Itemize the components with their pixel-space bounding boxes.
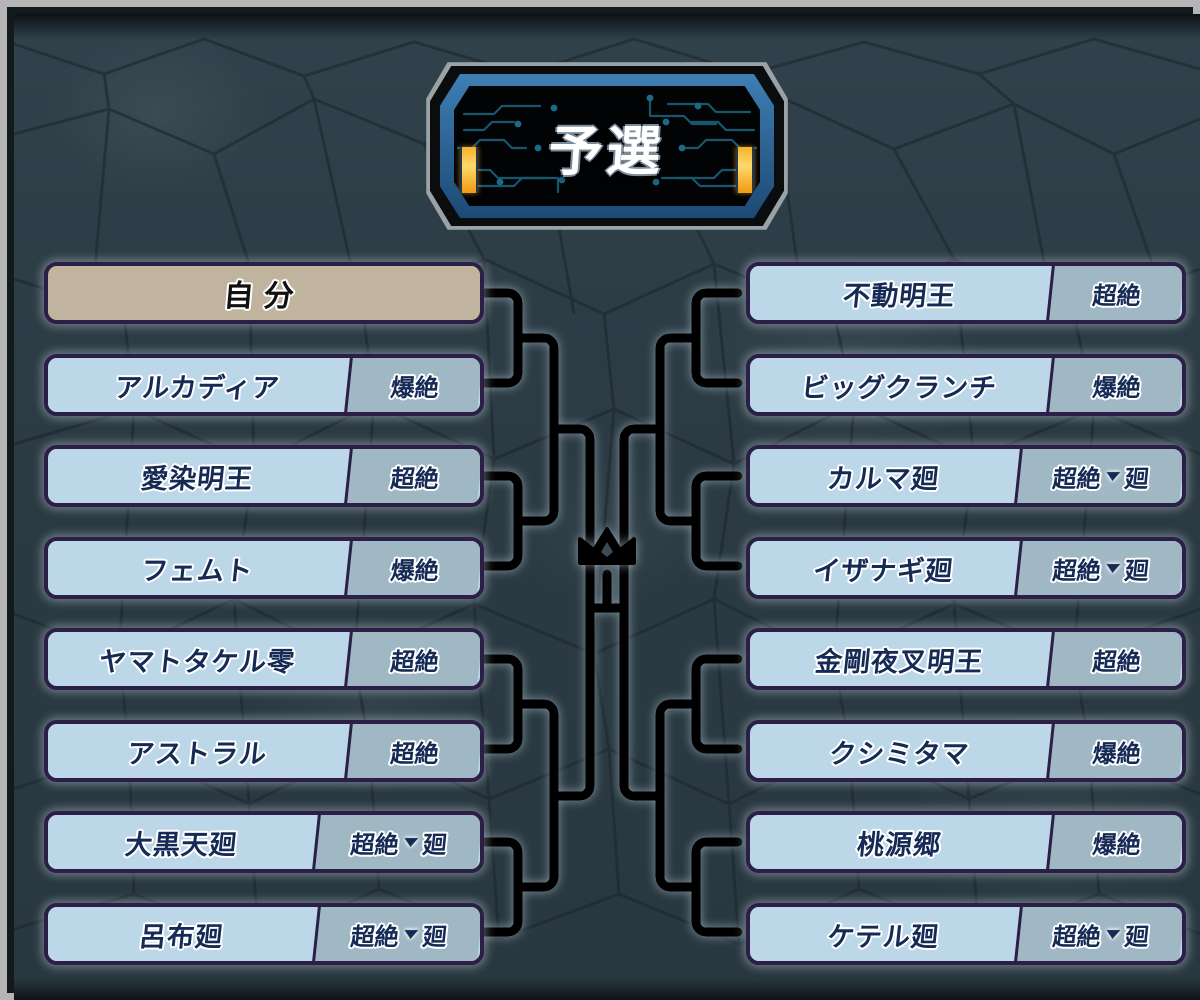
page-title: 予選 (546, 119, 667, 183)
bracket-entry-right-5[interactable]: 金剛夜叉明王超絶 (746, 628, 1186, 690)
entry-rank-badge: 超絶廻 (312, 907, 480, 961)
banner-accent-left (460, 147, 478, 193)
chevron-down-icon (403, 837, 419, 847)
entry-name: 金剛夜叉明王 (750, 632, 1052, 686)
round-title-banner: 予選 (426, 62, 788, 230)
rank-suffix-label: 廻 (421, 830, 449, 859)
entry-rank-badge: 超絶廻 (312, 815, 480, 869)
entry-rank-badge: 爆絶 (1046, 815, 1182, 869)
chevron-down-icon (1105, 563, 1121, 573)
rank-label: 超絶 (1051, 556, 1103, 585)
rank-suffix-label: 廻 (1123, 464, 1151, 493)
rank-label: 超絶 (349, 830, 401, 859)
entry-name: 不動明王 (750, 266, 1052, 320)
entry-rank-badge: 超絶 (1046, 632, 1182, 686)
entry-rank-badge: 超絶廻 (1014, 907, 1182, 961)
bracket-entry-left-5[interactable]: ヤマトタケル零超絶 (44, 628, 484, 690)
bottom-vignette (14, 978, 1200, 1000)
top-vignette (14, 14, 1200, 40)
bracket-entry-left-2[interactable]: アルカディア爆絶 (44, 354, 484, 416)
rank-suffix-label: 廻 (421, 922, 449, 951)
entry-name: ケテル廻 (750, 907, 1020, 961)
bracket-entry-right-4[interactable]: イザナギ廻超絶廻 (746, 537, 1186, 599)
crown-icon (578, 527, 636, 565)
entry-rank-badge: 超絶 (344, 724, 480, 778)
entry-name: カルマ廻 (750, 449, 1020, 503)
chevron-down-icon (1105, 929, 1121, 939)
rank-label: 超絶 (349, 922, 401, 951)
rank-label: 超絶 (1051, 922, 1103, 951)
entry-name: 大黒天廻 (48, 815, 318, 869)
entry-rank-badge: 超絶廻 (1014, 541, 1182, 595)
banner-accent-right (736, 147, 754, 193)
entry-name: フェムト (48, 541, 350, 595)
entry-rank-badge: 爆絶 (1046, 724, 1182, 778)
entry-rank-badge: 爆絶 (344, 358, 480, 412)
entry-name: アストラル (48, 724, 350, 778)
bracket-entry-right-6[interactable]: クシミタマ爆絶 (746, 720, 1186, 782)
bracket-entry-right-3[interactable]: カルマ廻超絶廻 (746, 445, 1186, 507)
entry-name: 桃源郷 (750, 815, 1052, 869)
rank-suffix-label: 廻 (1123, 922, 1151, 951)
bracket-entry-right-1[interactable]: 不動明王超絶 (746, 262, 1186, 324)
rank-label: 超絶 (1051, 464, 1103, 493)
entry-name: ヤマトタケル零 (48, 632, 350, 686)
entry-name: 自分 (48, 266, 480, 320)
entry-name: アルカディア (48, 358, 350, 412)
banner-inner-panel: 予選 (454, 86, 760, 206)
entry-rank-badge: 爆絶 (344, 541, 480, 595)
bracket-entry-left-8[interactable]: 呂布廻超絶廻 (44, 903, 484, 965)
bracket-entry-left-7[interactable]: 大黒天廻超絶廻 (44, 811, 484, 873)
entry-rank-badge: 爆絶 (1046, 358, 1182, 412)
entry-name: 呂布廻 (48, 907, 318, 961)
bracket-entry-right-7[interactable]: 桃源郷爆絶 (746, 811, 1186, 873)
entry-name: クシミタマ (750, 724, 1052, 778)
bracket-entry-left-4[interactable]: フェムト爆絶 (44, 537, 484, 599)
bracket-entry-left-6[interactable]: アストラル超絶 (44, 720, 484, 782)
entry-rank-badge: 超絶 (344, 449, 480, 503)
chevron-down-icon (1105, 471, 1121, 481)
rank-suffix-label: 廻 (1123, 556, 1151, 585)
entry-name: 愛染明王 (48, 449, 350, 503)
bracket-entry-right-8[interactable]: ケテル廻超絶廻 (746, 903, 1186, 965)
bracket-entry-left-1[interactable]: 自分 (44, 262, 484, 324)
bracket-entry-left-3[interactable]: 愛染明王超絶 (44, 445, 484, 507)
entry-name: イザナギ廻 (750, 541, 1020, 595)
tournament-bracket-stage: 予選 自分アルカディア爆絶愛染明王超絶フェムト爆絶ヤマトタケル零超絶アストラル超… (14, 14, 1200, 1000)
entry-rank-badge: 超絶廻 (1014, 449, 1182, 503)
entry-rank-badge: 超絶 (344, 632, 480, 686)
entry-name: ビッグクランチ (750, 358, 1052, 412)
entry-rank-badge: 超絶 (1046, 266, 1182, 320)
chevron-down-icon (403, 929, 419, 939)
bracket-entry-right-2[interactable]: ビッグクランチ爆絶 (746, 354, 1186, 416)
